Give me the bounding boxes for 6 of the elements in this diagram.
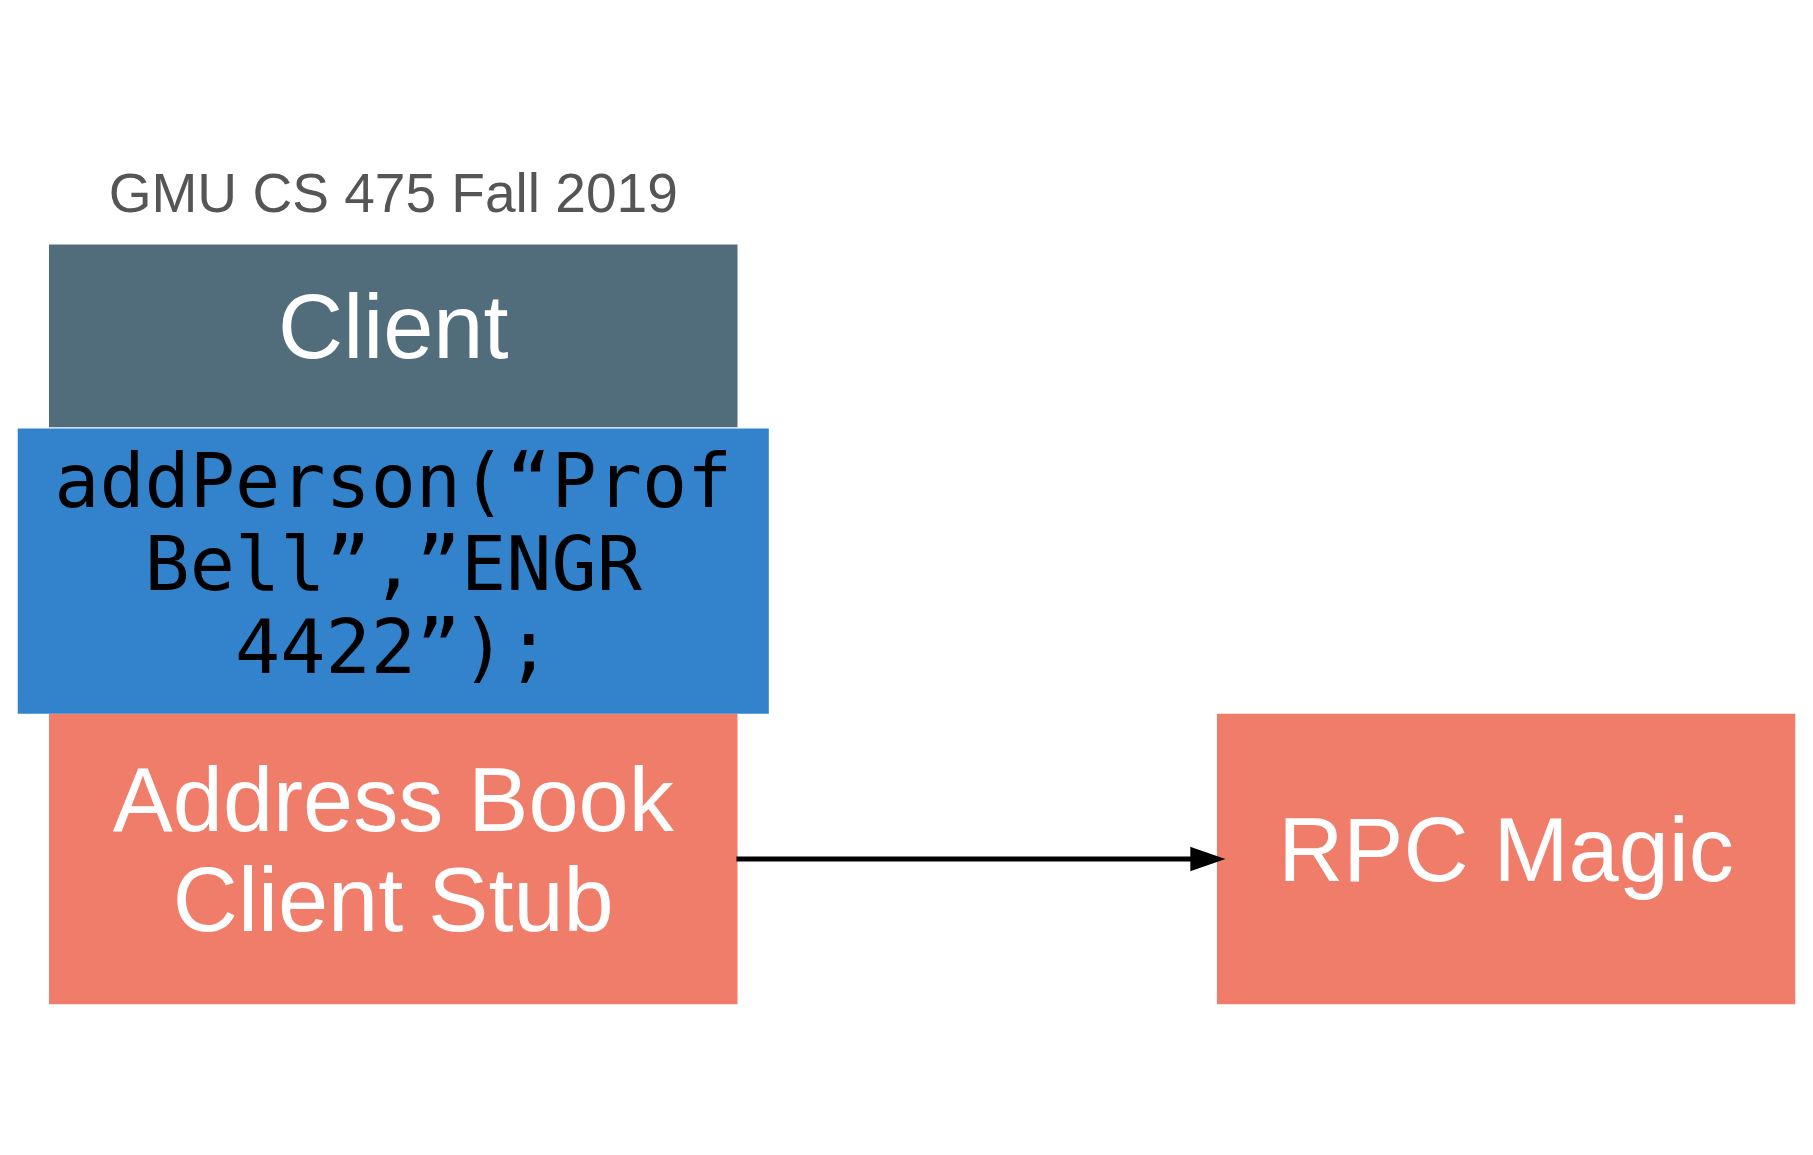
node-box: Address Book Client Stub [49,713,738,1004]
label: GMU CS 475 Fall 2019 [108,161,678,224]
node-box: Client [49,243,738,427]
node-box: addPerson(“Prof Bell”,”ENGR 4422”); [17,427,769,714]
arrow [736,846,1226,871]
node-box: RPC Magic [1216,713,1796,1004]
